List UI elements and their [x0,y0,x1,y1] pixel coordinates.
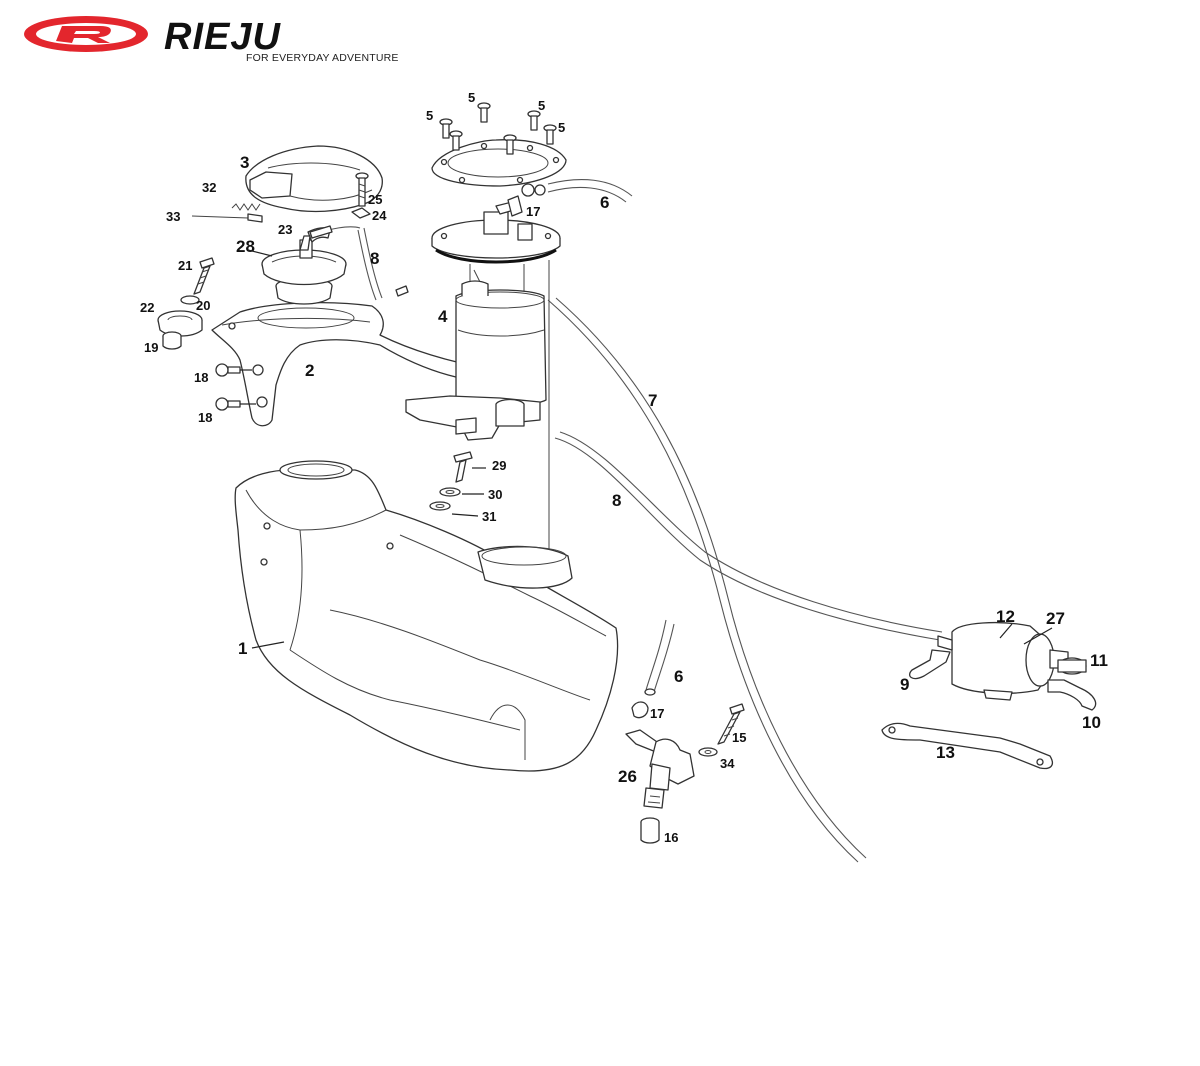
bolt-15 [717,703,745,745]
fuel-pump-assembly [395,183,561,441]
callout-27: 27 [1046,609,1065,628]
callout-8-lower: 8 [612,491,621,510]
callout-13: 13 [936,743,955,762]
rieju-emblem-icon [24,16,148,52]
screw-5-a [439,118,453,139]
washer-34 [698,747,718,757]
callout-16: 16 [664,830,678,845]
bolt-29 [453,451,473,483]
callout-32: 32 [202,180,216,195]
callout-11: 11 [1090,651,1108,670]
screw-5-d [503,134,517,155]
callout-23: 23 [278,222,292,237]
callout-17-lower: 17 [650,706,664,721]
callout-34: 34 [720,756,735,771]
washer-31 [429,501,451,511]
callout-19: 19 [144,340,158,355]
washer-30 [439,487,461,497]
spacer-19 [162,331,182,350]
callout-2: 2 [305,361,314,380]
hose-8-long [554,431,943,641]
callout-25: 25 [368,192,382,207]
callout-24: 24 [372,208,387,223]
bolt-18-bottom [215,397,241,411]
pump-flange-gasket [431,139,567,187]
screw-5-e [527,110,541,131]
callout-7: 7 [648,391,657,410]
screw-5-b [449,130,463,151]
bolt-25 [355,172,369,207]
pin-33 [191,213,263,223]
fuel-tank [234,460,619,772]
hose-6-lower [644,619,675,696]
callout-3: 3 [240,153,249,172]
callout-5-b: 5 [468,90,475,105]
callout-26: 26 [618,767,637,786]
callout-31: 31 [482,509,496,524]
cap-16 [640,817,660,844]
mounting-bracket [211,302,509,427]
callout-8-upper: 8 [370,249,379,268]
hose-6-upper [547,179,633,203]
callout-5-d: 5 [558,120,565,135]
callout-6-upper: 6 [600,193,609,212]
vent-fitting-23 [299,225,333,251]
tank-cap-cover [245,145,383,213]
callout-5-c: 5 [538,98,545,113]
clip-24 [351,207,371,219]
spring-32 [231,203,261,211]
callout-4: 4 [438,307,448,326]
callout-5-a: 5 [426,108,433,123]
fuel-filler-cap [261,227,347,305]
callout-10: 10 [1082,713,1101,732]
grommet-22 [157,310,203,337]
callout-28: 28 [236,237,255,256]
bolt-18-top [215,363,241,377]
callout-15: 15 [732,730,746,745]
callout-22: 22 [140,300,154,315]
screw-5-f [543,124,557,145]
callout-20: 20 [196,298,210,313]
fuel-filter-12 [909,621,1097,711]
callout-1: 1 [238,639,247,658]
callout-30: 30 [488,487,502,502]
filter-bracket-13 [881,722,1054,770]
rieju-logo: RIEJU [24,16,281,58]
callout-18-bottom: 18 [198,410,212,425]
callout-29: 29 [492,458,506,473]
screw-5-c [477,102,491,123]
callout-9: 9 [900,675,909,694]
callout-12: 12 [996,607,1015,626]
callout-33: 33 [166,209,180,224]
bolt-21 [193,257,215,295]
brand-tagline: FOR EVERYDAY ADVENTURE [246,52,399,64]
callout-21: 21 [178,258,192,273]
clamp-17-lower [631,701,649,719]
callout-17-upper: 17 [526,204,540,219]
injector-26 [625,729,695,809]
callout-18-top: 18 [194,370,208,385]
hose-7 [547,297,867,863]
rieju-wordmark: RIEJU [164,16,281,58]
washer-20 [180,295,200,305]
clamp-17-upper [507,195,523,217]
callout-6-lower: 6 [674,667,683,686]
